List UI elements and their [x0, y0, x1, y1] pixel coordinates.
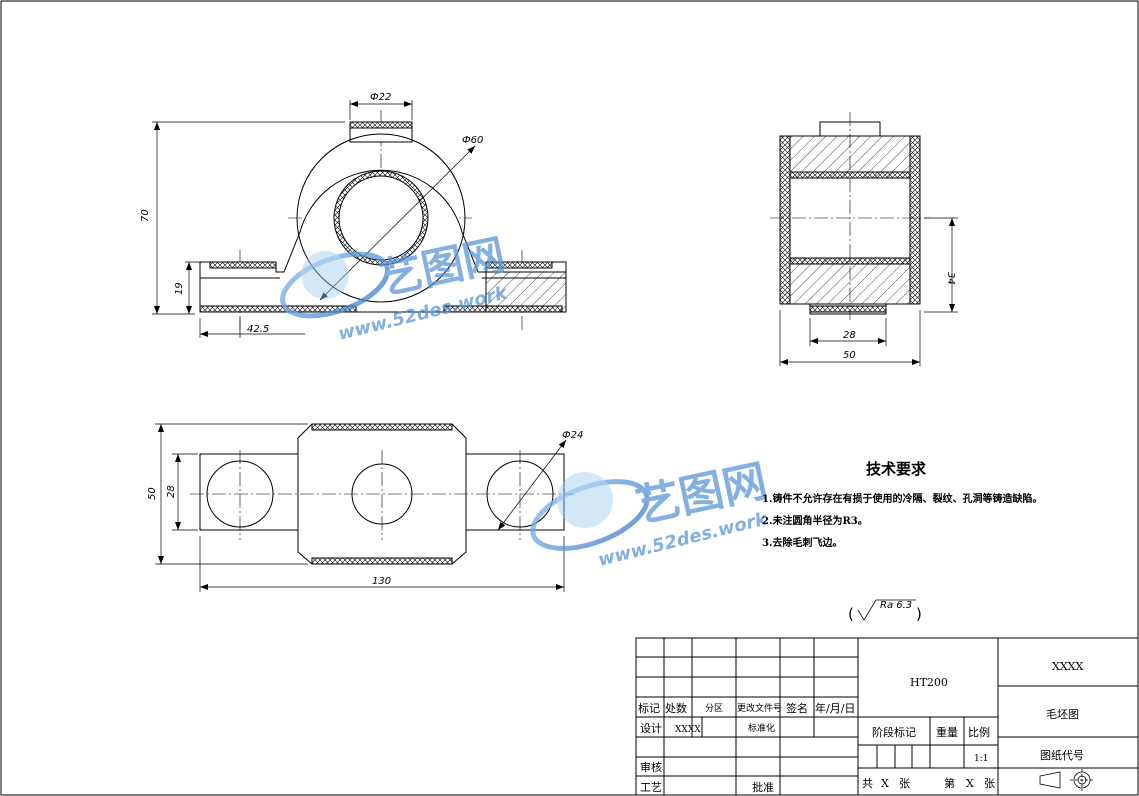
tech-req-item-3: 3.去除毛刺飞边。 [762, 536, 842, 549]
drawing-name: 毛坯图 [1046, 708, 1079, 721]
scale-label: 比例 [968, 725, 990, 739]
dim-side-50: 50 [843, 350, 856, 361]
nth-sheet: 张 [984, 777, 995, 790]
nth-label: 第 [944, 776, 955, 790]
process-label: 工艺 [640, 781, 662, 794]
front-view [199, 110, 567, 330]
stage-mark-label: 阶段标记 [872, 725, 916, 739]
nth-x: X [966, 777, 974, 790]
hdr-date: 年/月/日 [815, 701, 855, 715]
side-dimensions [779, 217, 958, 366]
dim-front-19: 19 [174, 282, 185, 295]
dim-top-130: 130 [372, 576, 391, 587]
design-label: 设计 [640, 722, 662, 735]
side-view [770, 112, 930, 320]
total-x: X [881, 777, 889, 790]
projection-symbol-icon [1039, 769, 1094, 791]
scale-value: 1:1 [974, 754, 988, 764]
hdr-zone: 分区 [705, 703, 723, 714]
svg-text:Ra 6.3: Ra 6.3 [880, 600, 912, 611]
hdr-mark: 标记 [638, 701, 660, 715]
top-view [190, 423, 574, 565]
svg-text:(: ( [848, 605, 854, 623]
dim-side-28: 28 [843, 330, 856, 341]
hdr-docno: 更改文件号 [737, 702, 782, 714]
dim-top-50: 50 [147, 487, 158, 500]
hdr-sign: 签名 [786, 701, 808, 715]
top-dimensions [155, 423, 567, 592]
title-block [635, 637, 1139, 796]
hdr-count: 处数 [665, 702, 687, 715]
tech-req-item-2: 2.未注圆角半径为R3。 [762, 514, 868, 527]
roughness-symbol: ( Ra 6.3 ) [848, 599, 922, 623]
material: HT200 [910, 676, 948, 689]
dim-front-70: 70 [140, 209, 151, 222]
total-label: 共 [862, 777, 873, 790]
tech-req-item-1: 1.铸件不允许存在有损于使用的冷隔、裂纹、孔洞等铸造缺陷。 [762, 492, 1042, 505]
drawing-code: 图纸代号 [1040, 749, 1084, 762]
standardize-label: 标准化 [748, 722, 775, 734]
dim-front-d22: Ф22 [370, 92, 391, 103]
company: XXXX [1052, 660, 1083, 673]
total-sheet: 张 [899, 777, 910, 790]
designer-name: XXXX [675, 725, 701, 735]
review-label: 审核 [640, 760, 662, 774]
tech-req-title: 技术要求 [866, 460, 927, 478]
front-dimensions [152, 100, 476, 338]
svg-text:): ) [916, 605, 922, 623]
dim-front-42-5: 42.5 [247, 324, 269, 335]
approve-label: 批准 [752, 780, 774, 794]
weight-label: 重量 [936, 725, 958, 739]
dim-top-28: 28 [166, 485, 177, 498]
dim-side-34: 34 [945, 272, 956, 285]
dim-top-d24: Ф24 [562, 430, 583, 441]
dim-front-d60: Ф60 [462, 135, 483, 146]
